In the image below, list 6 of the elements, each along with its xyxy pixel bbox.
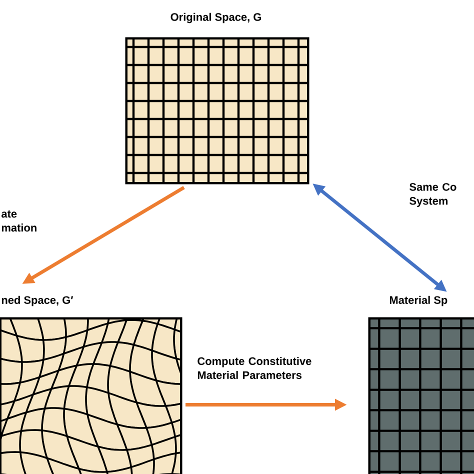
edge-label: Compute Constitutive Material Parameters	[198, 357, 312, 379]
space-heading: ned Space, G′	[2, 296, 74, 306]
space-heading: Original Space, G	[170, 12, 261, 24]
edge-label: ate mation	[2, 210, 36, 232]
edge-label: Same Co System	[410, 183, 456, 207]
space-heading: Material Sp	[390, 296, 448, 306]
